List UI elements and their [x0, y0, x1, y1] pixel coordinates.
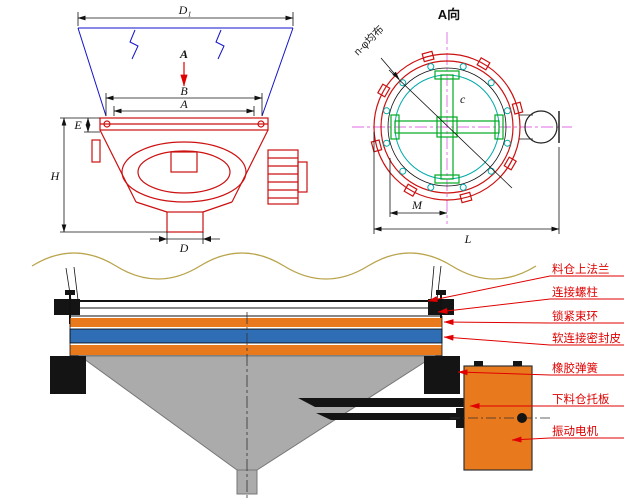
dim-m-label: M: [411, 198, 423, 212]
section-view: 料仓上法兰 连接螺柱 锁紧束环 软连接密封皮 橡胶弹簧 下料仓托板 振动电机: [31, 252, 624, 498]
dim-d1: D₁: [77, 3, 294, 26]
vibration-motor: [450, 361, 550, 471]
callout-rubber-spring: 橡胶弹簧: [552, 361, 598, 375]
dim-h-label: H: [50, 169, 61, 183]
dim-a: A: [113, 97, 255, 116]
motor-shaft-dot: [517, 413, 527, 423]
body-circle: [387, 67, 507, 187]
bin-break-wave: [31, 252, 537, 280]
callouts: 料仓上法兰 连接螺柱 锁紧束环 软连接密封皮 橡胶弹簧 下料仓托板 振动电机: [427, 262, 624, 443]
view-arrow-label: A: [179, 47, 188, 61]
bin-walls: [65, 265, 442, 301]
bolt-holes: [383, 63, 511, 191]
hopper-outline: [77, 27, 294, 117]
dim-l-label: L: [464, 232, 472, 246]
callout-support-plate: 下料仓托板: [552, 392, 610, 406]
callout-stud: 连接螺柱: [552, 285, 598, 299]
seal-stack: [69, 315, 443, 357]
dim-d-label: D: [179, 241, 189, 255]
rubber-spring-left: [50, 356, 86, 394]
shaft-end: [519, 110, 560, 144]
dim-e: E: [60, 117, 100, 133]
dim-a-label: A: [179, 97, 188, 111]
seal-band-bottom: [70, 345, 442, 355]
front-view: D₁ A B A: [50, 3, 308, 255]
centerlines: [352, 32, 572, 224]
side-motor: [267, 149, 308, 205]
seal-band-blue: [69, 328, 443, 344]
bolt-note: n-φ均布: [352, 23, 400, 80]
rubber-spring-right: [424, 356, 460, 394]
left-mount: [91, 139, 101, 163]
support-plate-lower: [316, 413, 466, 420]
break-mark-right: [215, 29, 225, 60]
callout-vibration-motor: 振动电机: [552, 424, 598, 438]
callout-soft-seal: 软连接密封皮: [552, 331, 621, 345]
dim-c-label: c: [460, 92, 466, 106]
flange-circle-inner: [380, 60, 514, 194]
bolt-note-label: n-φ均布: [352, 23, 387, 58]
seal-band-top: [70, 318, 442, 327]
dim-l: L: [373, 132, 560, 246]
dim-b: B: [105, 84, 263, 116]
dim-m: M: [389, 158, 448, 217]
view-arrow-a: A: [179, 47, 188, 87]
flange-bolt-left: [103, 120, 111, 128]
bowl-outer: [121, 141, 247, 203]
support-plate-upper: [298, 398, 466, 407]
machine-body: [91, 117, 308, 233]
cross-frame: [390, 70, 504, 184]
dim-e-label: E: [73, 118, 82, 132]
dim-b-label: B: [180, 84, 188, 98]
callout-lock-ring: 锁紧束环: [552, 309, 598, 323]
top-view: A向: [352, 7, 572, 246]
flange-circle-outer: [373, 53, 521, 201]
outlet-spout: [166, 211, 204, 233]
bowl-inner: [137, 150, 231, 194]
top-view-title: A向: [438, 7, 460, 22]
dim-d1-label: D₁: [178, 3, 192, 17]
flange-bolt-right: [257, 120, 265, 128]
dim-d: D: [150, 232, 220, 255]
diagonal-c-line: [388, 69, 513, 189]
callout-silo-flange: 料仓上法兰: [552, 262, 610, 276]
clamp-tabs: [370, 50, 524, 204]
clamp-block-left: [54, 299, 80, 315]
break-mark-left: [129, 29, 139, 60]
center-hub: [170, 151, 198, 173]
dim-h: H: [50, 117, 167, 233]
